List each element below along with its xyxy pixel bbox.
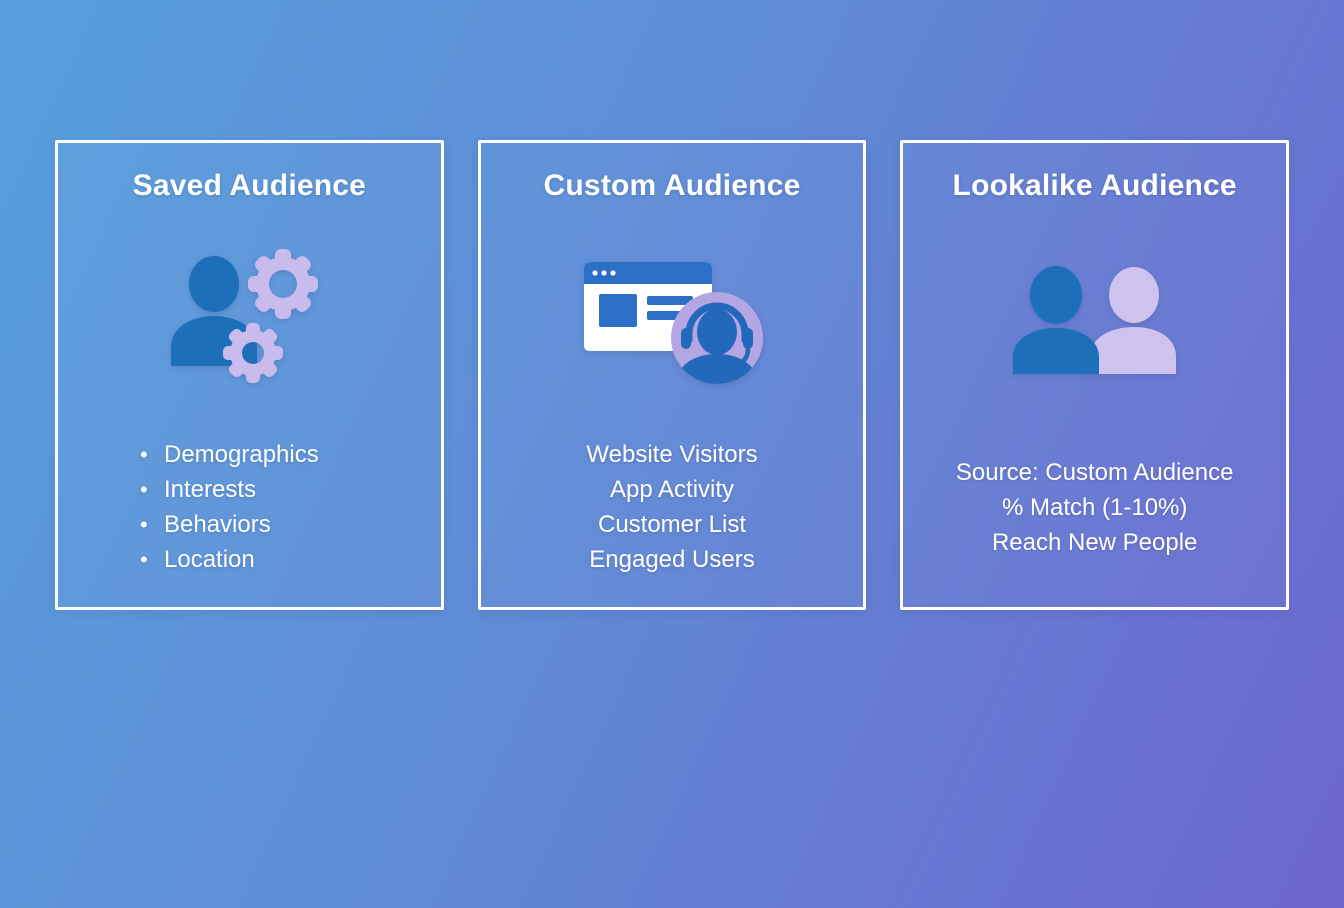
- list-item: Reach New People: [991, 528, 1198, 556]
- list-item: Location: [140, 542, 319, 577]
- card-title-custom-audience: Custom Audience: [543, 169, 801, 202]
- lookalike-audience-list: Source: Custom Audience % Match (1-10%) …: [903, 455, 1286, 560]
- saved-audience-list: Demographics Interests Behaviors Locatio…: [140, 437, 319, 577]
- list-item: Engaged Users: [589, 546, 755, 573]
- custom-audience-list: Website Visitors App Activity Customer L…: [481, 437, 864, 577]
- custom-audience-list-area: Website Visitors App Activity Customer L…: [481, 437, 864, 577]
- list-item: % Match (1-10%): [1001, 493, 1188, 521]
- browser-support-avatar-icon: [577, 203, 767, 437]
- list-item: Website Visitors: [586, 441, 758, 468]
- lookalike-audience-list-area: Source: Custom Audience % Match (1-10%) …: [903, 437, 1286, 577]
- list-item: Demographics: [140, 437, 319, 472]
- card-lookalike-audience: Lookalike Audience Source: Custom Audien…: [900, 140, 1290, 610]
- list-item: App Activity: [609, 476, 735, 503]
- card-title-saved-audience: Saved Audience: [132, 169, 367, 202]
- person-gears-icon: [169, 203, 329, 437]
- list-item: Customer List: [597, 511, 747, 538]
- list-item: Interests: [140, 472, 319, 507]
- list-item: Source: Custom Audience: [955, 458, 1234, 486]
- two-people-icon: [1010, 203, 1180, 437]
- card-custom-audience: Custom Audience: [477, 140, 867, 610]
- list-item: Behaviors: [140, 507, 319, 542]
- card-title-lookalike-audience: Lookalike Audience: [952, 169, 1237, 202]
- card-saved-audience: Saved Audience: [55, 140, 444, 610]
- saved-audience-list-area: Demographics Interests Behaviors Locatio…: [58, 437, 441, 577]
- audience-cards-row: Saved Audience: [55, 140, 1290, 610]
